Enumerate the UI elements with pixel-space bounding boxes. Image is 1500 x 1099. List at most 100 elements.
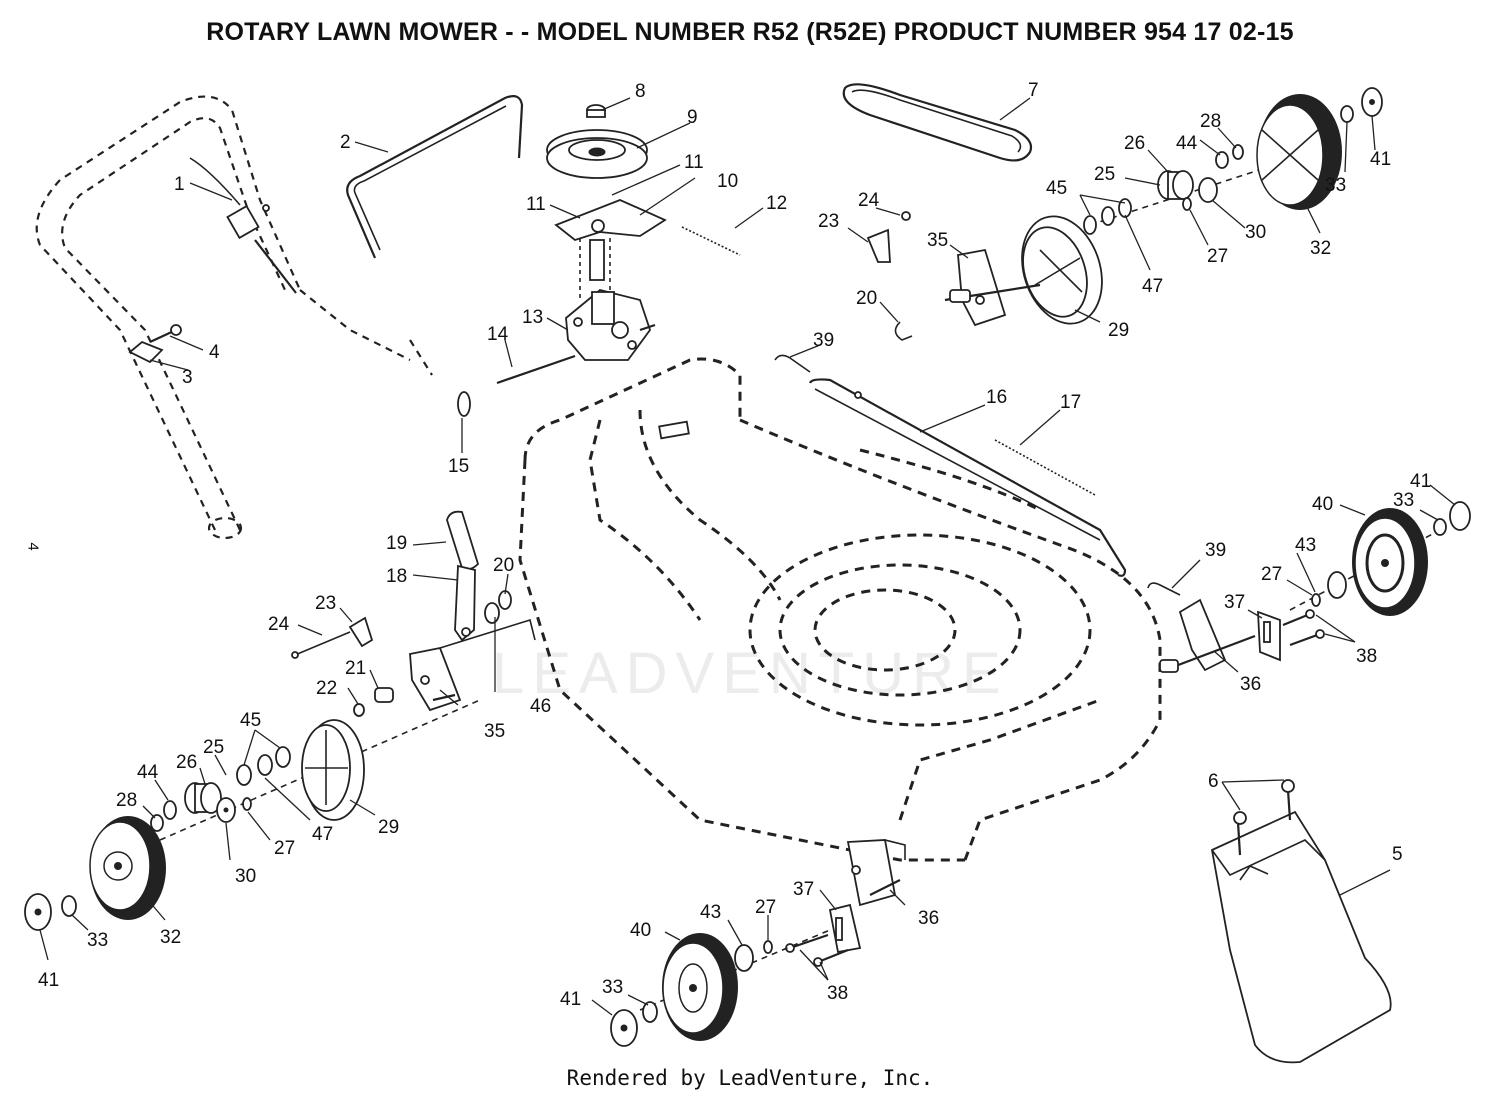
callout-43a: 43 [1295,535,1316,556]
callout-27b: 27 [1207,246,1228,267]
callout-33d: 33 [602,977,623,998]
callout-8: 8 [635,81,646,102]
callout-30b: 30 [1245,222,1266,243]
callout-23a: 23 [315,593,336,614]
callout-9: 9 [687,107,698,128]
callout-36a: 36 [1240,674,1261,695]
callout-11a: 11 [684,152,704,173]
part-2-handle-bar [346,95,524,259]
part-9-pulley [546,129,648,179]
callout-33b: 33 [1325,175,1346,196]
callout-23b: 23 [818,211,839,232]
callout-33c: 33 [1393,490,1414,511]
part-45-47-right-washers [1083,198,1132,235]
callout-5: 5 [1392,844,1403,865]
callout-40a: 40 [1312,494,1333,515]
callout-35b: 35 [927,230,948,251]
part-36-right-front-bracket [1159,598,1256,673]
callout-7: 7 [1028,80,1039,101]
callout-20a: 20 [493,555,514,576]
part-40-right-front-wheel [1352,508,1428,616]
callout-46: 46 [530,696,551,717]
part-30-27-left-washers [216,797,252,823]
callout-18: 18 [386,566,407,587]
callout-32b: 32 [1310,238,1331,259]
callout-41b: 41 [1410,471,1431,492]
callout-12: 12 [766,193,787,214]
callout-47b: 47 [1142,276,1163,297]
callout-43b: 43 [700,902,721,923]
part-30-27-right-washers [1182,177,1218,211]
part-6-chute-screws [1233,779,1295,856]
part-20-right-clip [894,321,913,341]
diagram-title: ROTARY LAWN MOWER - - MODEL NUMBER R52 (… [206,18,1294,46]
part-15-washer [457,391,471,417]
callout-2: 2 [340,132,351,153]
callout-10: 10 [717,171,738,192]
part-33-41-right-front-hubcap [1433,501,1471,536]
callout-15: 15 [448,456,469,477]
part-5-grass-chute [1210,810,1392,1064]
callout-33a: 33 [87,930,108,951]
part-44-28-right [1215,144,1244,169]
callout-25a: 25 [203,737,224,758]
transmission-shaft [579,238,611,300]
callout-1: 1 [174,174,185,195]
callout-30a: 30 [235,866,256,887]
part-29-right-gear-wheel [1021,215,1103,325]
callout-44a: 44 [137,762,159,783]
part-33-41-left-front-hubcap [610,1001,658,1047]
callout-20b: 20 [856,288,877,309]
part-33-41-left-hubcap [24,893,77,931]
leader-lines [39,97,1456,1016]
part-23-24-left-knob [291,616,374,659]
callout-39a: 39 [813,330,834,351]
part-33-41-right-hubcap [1340,87,1383,123]
part-37-left-front-plate [828,903,862,954]
callout-29b: 29 [1108,320,1129,341]
part-29-left-gear-wheel [301,719,365,821]
part-40-left-front-wheel [662,933,738,1041]
part-1-cable-control [189,157,297,294]
part-35-right-bracket [944,248,1041,327]
part-26-right-pinion [1157,170,1194,200]
part-45-47-left-washers [236,746,291,786]
part-23-24-right-knob [866,211,911,263]
callout-24a: 24 [268,614,290,635]
mower-deck [518,357,1162,862]
callout-27a: 27 [274,838,295,859]
callout-35a: 35 [484,721,505,742]
part-12-spring [681,226,741,256]
part-38-right-front-bolts [1282,609,1325,647]
part-32-right-rear-wheel [1256,94,1342,210]
callout-40b: 40 [630,920,651,941]
callout-47a: 47 [312,824,333,845]
callout-21: 21 [345,658,366,679]
part-3-4-bracket-bolt [128,324,182,364]
handle-outline [35,95,433,540]
part-27-43-left-front-washers [734,940,773,972]
callout-4: 4 [209,342,220,363]
part-36-left-front-bracket [846,839,906,907]
callout-27c: 27 [1261,564,1282,585]
callout-24b: 24 [858,190,880,211]
callout-37a: 37 [1224,592,1245,613]
part-20-46-washers [484,590,512,624]
part-39-cotter-pin-lower [1147,582,1181,596]
callout-44b: 44 [1176,133,1198,154]
callout-45b: 45 [1046,178,1067,199]
footer-credit: Rendered by LeadVenture, Inc. [566,1066,934,1090]
part-39-cotter-pin-upper [774,354,811,373]
callout-45a: 45 [240,710,261,731]
callout-22: 22 [316,678,337,699]
part-44-28-left [150,800,177,832]
callout-29a: 29 [378,817,399,838]
callout-28b: 28 [1200,111,1221,132]
callout-6: 6 [1208,771,1219,792]
callout-19: 19 [386,533,407,554]
callout-11b: 11 [526,194,546,215]
callout-32a: 32 [160,927,181,948]
part-19-18-height-lever [446,510,480,642]
callout-41a: 41 [1370,149,1391,170]
